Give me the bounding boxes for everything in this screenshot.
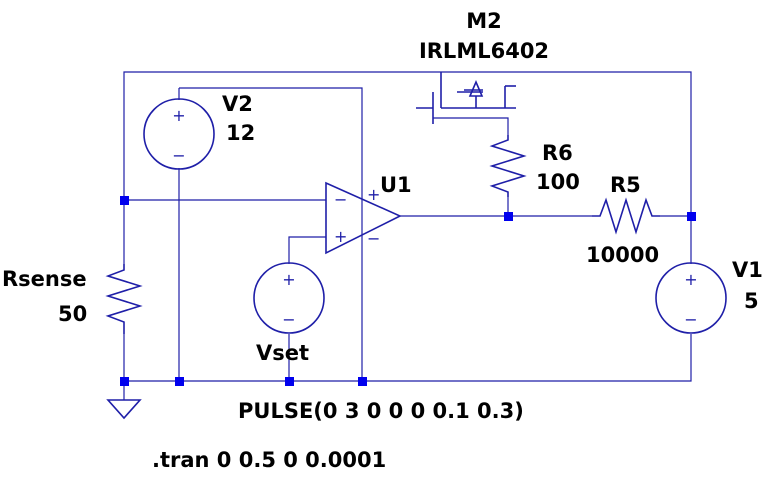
v1-minus-symbol: − <box>684 310 697 329</box>
resistor-r6[interactable] <box>489 135 527 197</box>
rsense-value-label: 50 <box>58 302 87 326</box>
v2-value-label: 12 <box>226 121 255 145</box>
v2-plus-symbol: + <box>172 106 185 125</box>
junction-node <box>358 377 367 386</box>
wire-noninverting-input <box>288 236 326 264</box>
vset-value-label: PULSE(0 3 0 0 0 0.1 0.3) <box>238 399 524 423</box>
voltage-source-vset[interactable]: + − <box>253 262 325 334</box>
opamp-u1[interactable]: − + + − <box>325 181 402 255</box>
junction-node <box>687 212 696 221</box>
ground-symbol <box>106 399 142 420</box>
wire-v2-positive-to-opamp <box>179 87 363 381</box>
v1-plus-symbol: + <box>684 270 697 289</box>
junction-nodes <box>120 196 696 386</box>
opamp-inverting-symbol: − <box>334 190 347 209</box>
m2-value-label: IRLML6402 <box>419 39 549 63</box>
opamp-supply-plus-symbol: + <box>367 185 380 204</box>
voltage-source-v2[interactable]: + − <box>143 88 215 170</box>
v1-value-label: 5 <box>744 289 759 313</box>
opamp-noninverting-symbol: + <box>334 227 347 246</box>
v1-name-label: V1 <box>732 258 763 282</box>
vset-name-label: Vset <box>256 341 309 365</box>
resistor-r5[interactable] <box>592 197 660 235</box>
spice-directive[interactable]: .tran 0 0.5 0 0.0001 <box>152 448 386 472</box>
rsense-name-label: Rsense <box>2 267 87 291</box>
junction-node <box>504 212 513 221</box>
voltage-source-v1[interactable]: + − <box>655 262 727 334</box>
wire-top-loop <box>123 71 692 216</box>
wires <box>123 71 692 400</box>
r5-value-label: 10000 <box>586 243 659 267</box>
wire-mosfet-to-r6 <box>433 117 509 135</box>
opamp-supply-minus-symbol: − <box>367 229 380 248</box>
junction-node <box>120 196 129 205</box>
r5-name-label: R5 <box>610 173 641 197</box>
vset-minus-symbol: − <box>282 310 295 329</box>
junction-node <box>120 377 129 386</box>
r6-value-label: 100 <box>536 170 580 194</box>
vset-plus-symbol: + <box>282 270 295 289</box>
r6-name-label: R6 <box>542 141 573 165</box>
junction-node <box>175 377 184 386</box>
wire-r5-to-v1 <box>660 215 692 264</box>
v2-minus-symbol: − <box>172 146 185 165</box>
resistor-rsense[interactable] <box>105 264 143 334</box>
wire-ground-bus <box>124 334 692 382</box>
v2-name-label: V2 <box>222 92 253 116</box>
junction-node <box>285 377 294 386</box>
m2-name-label: M2 <box>466 9 502 33</box>
u1-name-label: U1 <box>380 173 412 197</box>
mosfet-m2[interactable] <box>416 72 516 124</box>
